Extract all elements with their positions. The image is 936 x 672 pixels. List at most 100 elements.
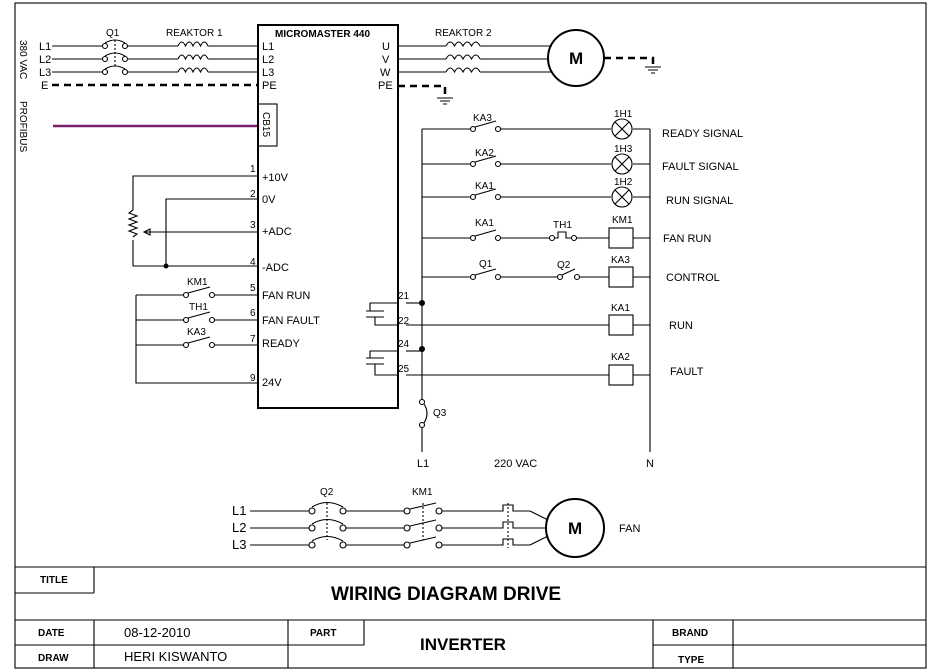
potentiometer-circuit <box>127 175 258 269</box>
reactor-1-label: REAKTOR 1 <box>166 28 223 39</box>
ready-signal-label: READY SIGNAL <box>662 128 743 140</box>
control-line-label: L1 <box>417 458 429 470</box>
terminal-9-label: 24V <box>262 377 282 389</box>
fan-run-label: FAN RUN <box>663 233 711 245</box>
rung3-contact-ka1: KA1 <box>475 181 494 192</box>
drawing-title: WIRING DIAGRAM DRIVE <box>331 584 561 605</box>
type-label: TYPE <box>678 655 704 666</box>
drive-input-pe: PE <box>262 80 277 92</box>
terminal-7-label: READY <box>262 338 301 350</box>
rung5-contact-q1: Q1 <box>479 259 493 270</box>
fan-label: FAN <box>619 523 640 535</box>
fan-contactor-km1: KM1 <box>412 487 433 498</box>
drive-pe-wire <box>398 84 447 98</box>
rung2-contact-ka2: KA2 <box>475 148 494 159</box>
fan-circuit: L1 L2 L3 Q2 KM1 M FAN <box>232 487 640 558</box>
fan-phase-l2: L2 <box>232 520 246 535</box>
terminal-1-num: 1 <box>250 164 256 175</box>
control-ladder: KA3 1H1 READY SIGNAL KA2 1H3 FAULT SIGNA… <box>406 109 743 470</box>
terminal-4-num: 4 <box>250 257 256 268</box>
fan-motor-label: M <box>568 519 582 538</box>
drive-output-u: U <box>382 41 390 53</box>
input-contact-ka3: KA3 <box>187 327 206 338</box>
phase-l1-label: L1 <box>39 41 51 53</box>
relay-terminal-24: 24 <box>398 339 410 350</box>
coil-km1-label: KM1 <box>612 215 633 226</box>
fan-motor <box>545 498 605 558</box>
fan-breaker-q2: Q2 <box>320 487 334 498</box>
lamp-1h2-label: 1H2 <box>614 177 633 188</box>
part-label: PART <box>310 628 336 639</box>
coil-ka3-label: KA3 <box>611 255 630 266</box>
coil-ka1-label: KA1 <box>611 303 630 314</box>
main-motor-label: M <box>569 49 583 68</box>
breaker-q1: Q1 <box>101 28 129 76</box>
rung5-contact-q2: Q2 <box>557 260 571 271</box>
rung4-contact-ka1: KA1 <box>475 218 494 229</box>
motor-pe-wire <box>604 56 655 67</box>
drive-input-l1: L1 <box>262 41 274 53</box>
lamp-1h3-label: 1H3 <box>614 144 633 155</box>
cb15-label: CB15 <box>260 112 271 137</box>
run-label: RUN <box>669 320 693 332</box>
terminal-5-label: FAN RUN <box>262 290 310 302</box>
terminal-5-num: 5 <box>250 283 256 294</box>
cb15-module <box>257 103 278 147</box>
draw-value: HERI KISWANTO <box>124 649 227 664</box>
breaker-q3-label: Q3 <box>433 408 447 419</box>
micromaster-drive: MICROMASTER 440 L1 L2 L3 PE U V W PE CB1… <box>250 24 410 409</box>
relay-terminal-25: 25 <box>398 364 410 375</box>
terminal-4-label: -ADC <box>262 262 289 274</box>
phase-l2-label: L2 <box>39 54 51 66</box>
title-block: TITLE WIRING DIAGRAM DRIVE DATE 08-12-20… <box>15 566 926 668</box>
terminal-2-label: 0V <box>262 194 276 206</box>
digital-input-contacts: KM1 TH1 KA3 <box>135 277 258 384</box>
date-value: 08-12-2010 <box>124 625 191 640</box>
rung1-contact-ka3: KA3 <box>473 113 492 124</box>
drive-output-pe: PE <box>378 80 393 92</box>
reactor-2-label: REAKTOR 2 <box>435 28 492 39</box>
profibus-label: PROFIBUS <box>17 101 28 152</box>
drawing-frame <box>14 2 927 669</box>
control-neutral-label: N <box>646 458 654 470</box>
date-label: DATE <box>38 628 65 639</box>
breaker-q1-label: Q1 <box>106 28 120 39</box>
part-value: INVERTER <box>420 635 506 654</box>
phase-l3-label: L3 <box>39 67 51 79</box>
supply-voltage-label: 380 VAC <box>17 40 28 79</box>
input-contact-th1: TH1 <box>189 302 208 313</box>
control-label: CONTROL <box>666 272 720 284</box>
lamp-1h1-label: 1H1 <box>614 109 633 120</box>
fan-phase-l1: L1 <box>232 503 246 518</box>
drive-output-w: W <box>380 67 391 79</box>
terminal-3-num: 3 <box>250 220 256 231</box>
terminal-7-num: 7 <box>250 334 256 345</box>
relay-terminal-22: 22 <box>398 316 410 327</box>
drive-input-l2: L2 <box>262 54 274 66</box>
brand-label: BRAND <box>672 628 708 639</box>
motor-output: REAKTOR 2 M <box>398 28 661 105</box>
drive-input-l3: L3 <box>262 67 274 79</box>
fan-phase-l3: L3 <box>232 537 246 552</box>
title-label: TITLE <box>40 575 68 586</box>
terminal-2-num: 2 <box>250 189 256 200</box>
fault-signal-label: FAULT SIGNAL <box>662 161 739 173</box>
breaker-q3: Q3 <box>418 398 447 452</box>
terminal-3-label: +ADC <box>262 226 292 238</box>
earth-label: E <box>41 80 48 92</box>
run-signal-label: RUN SIGNAL <box>666 195 733 207</box>
supply-section: 380 VAC PROFIBUS L1 L2 L3 E Q1 REAKTOR 1 <box>17 28 259 152</box>
terminal-6-label: FAN FAULT <box>262 315 320 327</box>
drive-title: MICROMASTER 440 <box>275 29 370 40</box>
terminal-9-num: 9 <box>250 373 256 384</box>
terminal-6-num: 6 <box>250 308 256 319</box>
drive-output-v: V <box>382 54 390 66</box>
reactor-1: REAKTOR 1 <box>166 28 223 74</box>
fault-label: FAULT <box>670 366 704 378</box>
coil-ka2-label: KA2 <box>611 352 630 363</box>
input-contact-km1: KM1 <box>187 277 208 288</box>
drive-body <box>257 24 399 409</box>
rung4-contact-th1: TH1 <box>553 220 572 231</box>
control-voltage-label: 220 VAC <box>494 458 537 470</box>
